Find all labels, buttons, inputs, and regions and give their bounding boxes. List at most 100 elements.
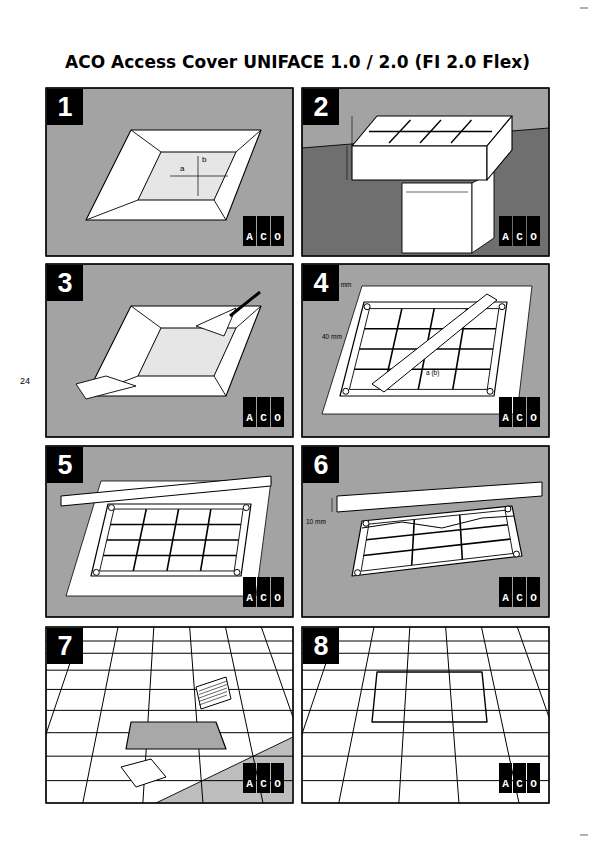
stroke — [332, 498, 333, 512]
panel — [46, 264, 293, 437]
shape — [196, 308, 236, 336]
screw — [363, 520, 369, 526]
stroke — [406, 192, 468, 193]
screw — [93, 569, 99, 575]
stroke — [398, 627, 418, 803]
screw — [364, 304, 370, 310]
screw — [355, 570, 361, 576]
shape — [352, 146, 487, 180]
dimension: 40 mm — [322, 334, 342, 341]
stroke — [336, 627, 399, 803]
stroke — [46, 710, 293, 711]
stroke — [255, 627, 293, 803]
aco-logo: ACO — [246, 413, 288, 424]
aco-logo: ACO — [246, 232, 288, 243]
title: ACO Access Cover UNIFACE 1.0 / 2.0 (FI 2… — [0, 52, 595, 72]
shape — [361, 510, 513, 571]
stroke — [302, 670, 549, 671]
shape — [352, 506, 522, 576]
stroke — [302, 756, 549, 757]
shape — [372, 294, 497, 392]
screw — [505, 506, 511, 512]
panel-frame — [46, 88, 293, 256]
stroke — [436, 627, 460, 803]
screw — [487, 388, 493, 394]
aco-logo: ACO — [502, 779, 544, 790]
stroke — [302, 653, 549, 654]
stroke — [214, 376, 226, 396]
step-number: 8 — [313, 633, 328, 660]
stroke — [180, 627, 204, 803]
stroke — [347, 146, 348, 180]
stroke — [46, 756, 293, 757]
stroke — [492, 627, 549, 803]
stroke — [302, 641, 549, 642]
step-number: 1 — [57, 94, 72, 121]
dimension: 100 mm — [328, 282, 351, 289]
stroke — [46, 689, 293, 690]
stroke — [236, 130, 261, 152]
stroke — [199, 695, 227, 705]
step-number: 4 — [313, 270, 328, 297]
stroke — [217, 627, 293, 803]
stroke — [364, 539, 511, 555]
panel — [0, 502, 595, 817]
stroke — [46, 627, 106, 803]
shape — [61, 476, 271, 506]
shape — [126, 722, 226, 749]
step-number: 6 — [313, 452, 328, 479]
shape — [76, 376, 136, 399]
panel-frame — [302, 627, 549, 803]
shape — [138, 152, 236, 200]
panel — [302, 88, 549, 256]
panel-frame — [302, 446, 549, 617]
stroke — [107, 539, 239, 541]
stroke — [198, 156, 199, 196]
stroke — [199, 627, 266, 803]
shape — [472, 172, 494, 253]
aco-logo: ACO — [246, 593, 288, 604]
dimension: b — [202, 156, 206, 164]
panel-frame — [46, 264, 293, 437]
aco-logo: ACO — [502, 232, 544, 243]
stroke — [412, 519, 415, 565]
stroke — [46, 670, 293, 671]
step-badge: 7 — [47, 628, 83, 664]
panel-frame — [46, 446, 293, 617]
stroke — [473, 627, 549, 803]
stroke — [103, 555, 236, 557]
stroke — [352, 116, 353, 146]
stroke — [354, 368, 490, 370]
stroke — [511, 627, 549, 803]
screw — [234, 569, 240, 575]
aco-logo: ACO — [502, 593, 544, 604]
shape — [322, 286, 532, 414]
panel — [302, 446, 549, 617]
step-badge: 1 — [47, 89, 83, 125]
shape — [100, 509, 243, 571]
shape — [352, 116, 512, 146]
screw — [343, 388, 349, 394]
step-number: 3 — [57, 270, 72, 297]
panel-frame — [46, 627, 293, 803]
stroke — [369, 131, 492, 132]
aco-logo: ACO — [502, 413, 544, 424]
stroke — [236, 627, 293, 803]
stroke — [302, 627, 362, 803]
panel-frame — [302, 88, 549, 256]
stroke — [302, 710, 549, 711]
step-badge: 3 — [47, 265, 83, 301]
stroke — [131, 130, 161, 152]
shape — [402, 183, 472, 253]
step-badge: 8 — [303, 628, 339, 664]
stroke — [230, 292, 260, 316]
step-number: 2 — [313, 94, 328, 121]
panel — [302, 264, 549, 437]
stroke — [131, 306, 161, 328]
shape — [86, 130, 261, 220]
panel — [0, 502, 595, 817]
stroke — [170, 176, 228, 177]
panel — [46, 88, 293, 256]
panel-frame — [302, 264, 549, 437]
